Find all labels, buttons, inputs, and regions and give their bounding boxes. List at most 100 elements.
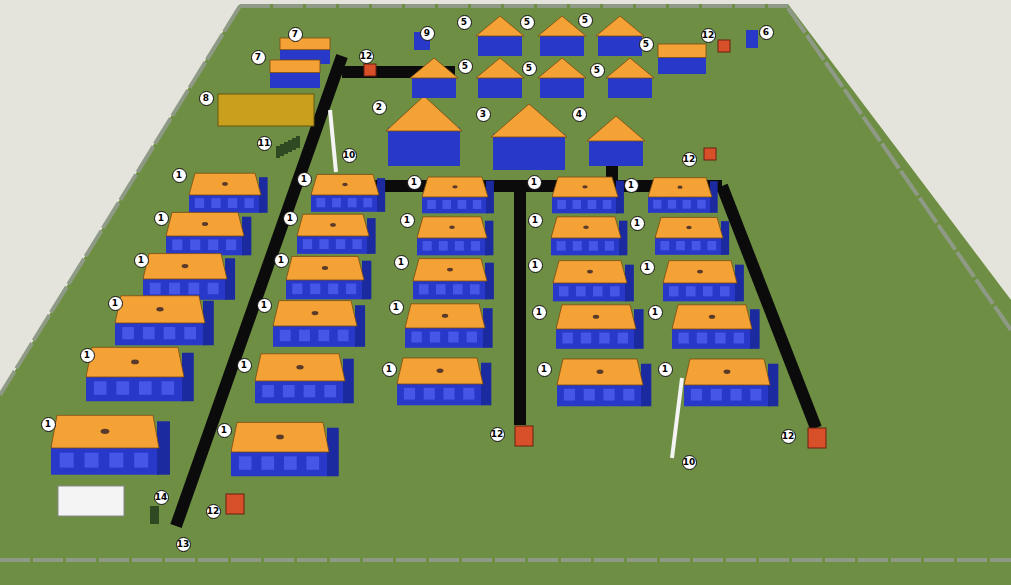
callout-number: 1: [41, 417, 56, 432]
tent: [231, 422, 339, 476]
building: [270, 60, 320, 88]
tent: [166, 212, 251, 255]
callout-number: 1: [528, 258, 543, 273]
utility-box: [704, 148, 716, 160]
utility-box: [226, 494, 244, 514]
callout-number: 3: [476, 107, 491, 122]
tent: [273, 301, 365, 347]
building: [658, 44, 706, 74]
tent: [417, 217, 493, 256]
tent: [552, 177, 624, 213]
callout-number: 7: [251, 50, 266, 65]
tent: [189, 173, 268, 213]
building: [410, 58, 458, 98]
callout-number: 1: [274, 253, 289, 268]
callout-number: 12: [490, 427, 505, 442]
tent: [422, 177, 494, 213]
callout-number: 5: [639, 37, 654, 52]
callout-number: 6: [759, 25, 774, 40]
vehicle: [284, 142, 288, 154]
tent: [648, 178, 718, 213]
vehicle: [288, 140, 292, 152]
callout-number: 1: [532, 305, 547, 320]
callout-number: 1: [154, 211, 169, 226]
callout-number: 5: [458, 59, 473, 74]
callout-number: 12: [359, 49, 374, 64]
tent: [143, 254, 235, 300]
utility-box: [718, 40, 730, 52]
callout-number: 1: [237, 358, 252, 373]
callout-number: 5: [520, 15, 535, 30]
building: [491, 104, 567, 170]
tent: [663, 261, 744, 302]
tent: [655, 217, 729, 254]
utility-box: [515, 426, 533, 446]
ground: [0, 4, 1011, 585]
tent: [553, 261, 634, 302]
callout-number: 9: [420, 26, 435, 41]
callout-number: 12: [701, 28, 716, 43]
callout-number: 1: [389, 300, 404, 315]
tent: [86, 347, 194, 401]
callout-number: 14: [154, 490, 169, 505]
tent: [556, 305, 644, 349]
tent: [551, 217, 627, 256]
callout-number: 1: [537, 362, 552, 377]
callout-number: 1: [658, 362, 673, 377]
callout-number: 1: [172, 168, 187, 183]
callout-number: 1: [297, 172, 312, 187]
callout-number: 1: [217, 423, 232, 438]
vehicle: [276, 146, 280, 158]
pole: [672, 378, 682, 458]
callout-number: 1: [527, 175, 542, 190]
tent: [413, 259, 494, 300]
tent: [397, 358, 491, 405]
tent: [286, 256, 371, 299]
callout-number: 12: [206, 504, 221, 519]
tent: [684, 359, 778, 406]
callout-number: 12: [781, 429, 796, 444]
callout-number: 1: [134, 253, 149, 268]
tent: [297, 214, 376, 254]
callout-number: 2: [372, 100, 387, 115]
utility-box: [808, 428, 826, 448]
building: [587, 116, 645, 166]
callout-number: 1: [283, 211, 298, 226]
building: [386, 96, 462, 166]
callout-number: 5: [590, 63, 605, 78]
trailer: [218, 94, 314, 126]
fence: [240, 4, 788, 8]
callout-number: 1: [648, 305, 663, 320]
callout-number: 1: [400, 213, 415, 228]
road: [514, 186, 526, 425]
sign-board: [58, 486, 124, 516]
callout-number: 8: [199, 91, 214, 106]
callout-number: 10: [682, 455, 697, 470]
callout-number: 12: [682, 152, 697, 167]
callout-number: 4: [572, 107, 587, 122]
tent: [115, 296, 214, 346]
tent: [672, 305, 760, 349]
callout-number: 1: [624, 178, 639, 193]
utility-box: [364, 64, 376, 76]
tent: [405, 304, 493, 348]
building: [476, 58, 524, 98]
building: [596, 16, 644, 56]
callout-number: 1: [640, 260, 655, 275]
building: [538, 58, 586, 98]
callout-number: 5: [578, 13, 593, 28]
fence: [0, 558, 1011, 562]
callout-number: 5: [522, 61, 537, 76]
callout-number: 1: [80, 348, 95, 363]
callout-number: 7: [288, 27, 303, 42]
callout-number: 1: [108, 296, 123, 311]
fence: [0, 6, 240, 395]
vehicle: [280, 144, 284, 156]
callout-number: 13: [176, 537, 191, 552]
tent: [557, 359, 651, 406]
callout-number: 1: [394, 255, 409, 270]
vehicle: [292, 138, 296, 150]
callout-number: 1: [257, 298, 272, 313]
